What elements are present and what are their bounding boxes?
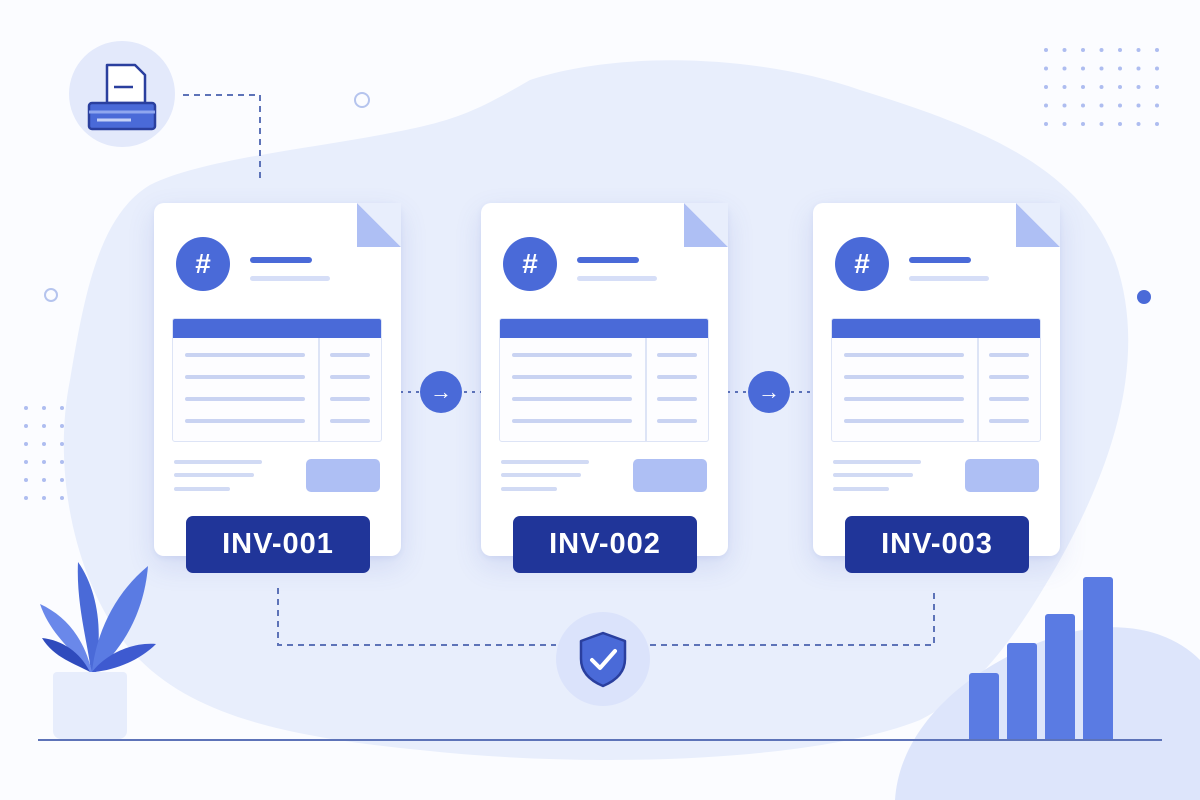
header-subline (909, 276, 989, 281)
chart-bar (1045, 614, 1075, 739)
hash-icon: # (176, 237, 230, 291)
plant-icon (40, 562, 156, 672)
arrow-right-icon: → (420, 371, 462, 413)
page-fold-icon (684, 203, 728, 247)
dot-grid-left (24, 406, 64, 500)
verification-badge (556, 612, 650, 706)
accent-dot-right (1137, 290, 1151, 304)
ring-dot-left (44, 288, 58, 302)
header-subline (577, 276, 657, 281)
chart-bar (1083, 577, 1113, 739)
ground-line (38, 739, 1162, 741)
total-box (306, 459, 380, 492)
table-header (832, 319, 1040, 338)
invoice-id-badge: INV-002 (513, 516, 697, 573)
table-header (500, 319, 708, 338)
printer-icon (87, 63, 157, 131)
ring-dot-top (354, 92, 370, 108)
invoice-card-3[interactable]: # INV-003 (813, 203, 1060, 573)
invoice-table (831, 318, 1041, 442)
invoice-table (499, 318, 709, 442)
plant-pot (53, 672, 127, 739)
dot-grid-top-right (1044, 48, 1159, 126)
header-subline (250, 276, 330, 281)
total-box (633, 459, 707, 492)
hash-icon: # (503, 237, 557, 291)
table-header (173, 319, 381, 338)
page-fold-icon (357, 203, 401, 247)
chart-bar (969, 673, 999, 739)
invoice-table (172, 318, 382, 442)
invoice-id-badge: INV-003 (845, 516, 1029, 573)
header-line (250, 257, 312, 263)
verify-connector-left (277, 588, 556, 646)
total-box (965, 459, 1039, 492)
arrow-right-icon: → (748, 371, 790, 413)
page-fold-icon (1016, 203, 1060, 247)
hash-icon: # (835, 237, 889, 291)
chart-bar (1007, 643, 1037, 739)
invoice-card-2[interactable]: # INV-002 (481, 203, 728, 573)
header-line (909, 257, 971, 263)
printer-connector (183, 94, 261, 178)
verify-connector-right (650, 588, 935, 646)
shield-check-icon (579, 631, 627, 688)
printer-badge (69, 41, 175, 147)
header-line (577, 257, 639, 263)
invoice-card-1[interactable]: # INV-001 (154, 203, 401, 573)
invoice-id-badge: INV-001 (186, 516, 370, 573)
